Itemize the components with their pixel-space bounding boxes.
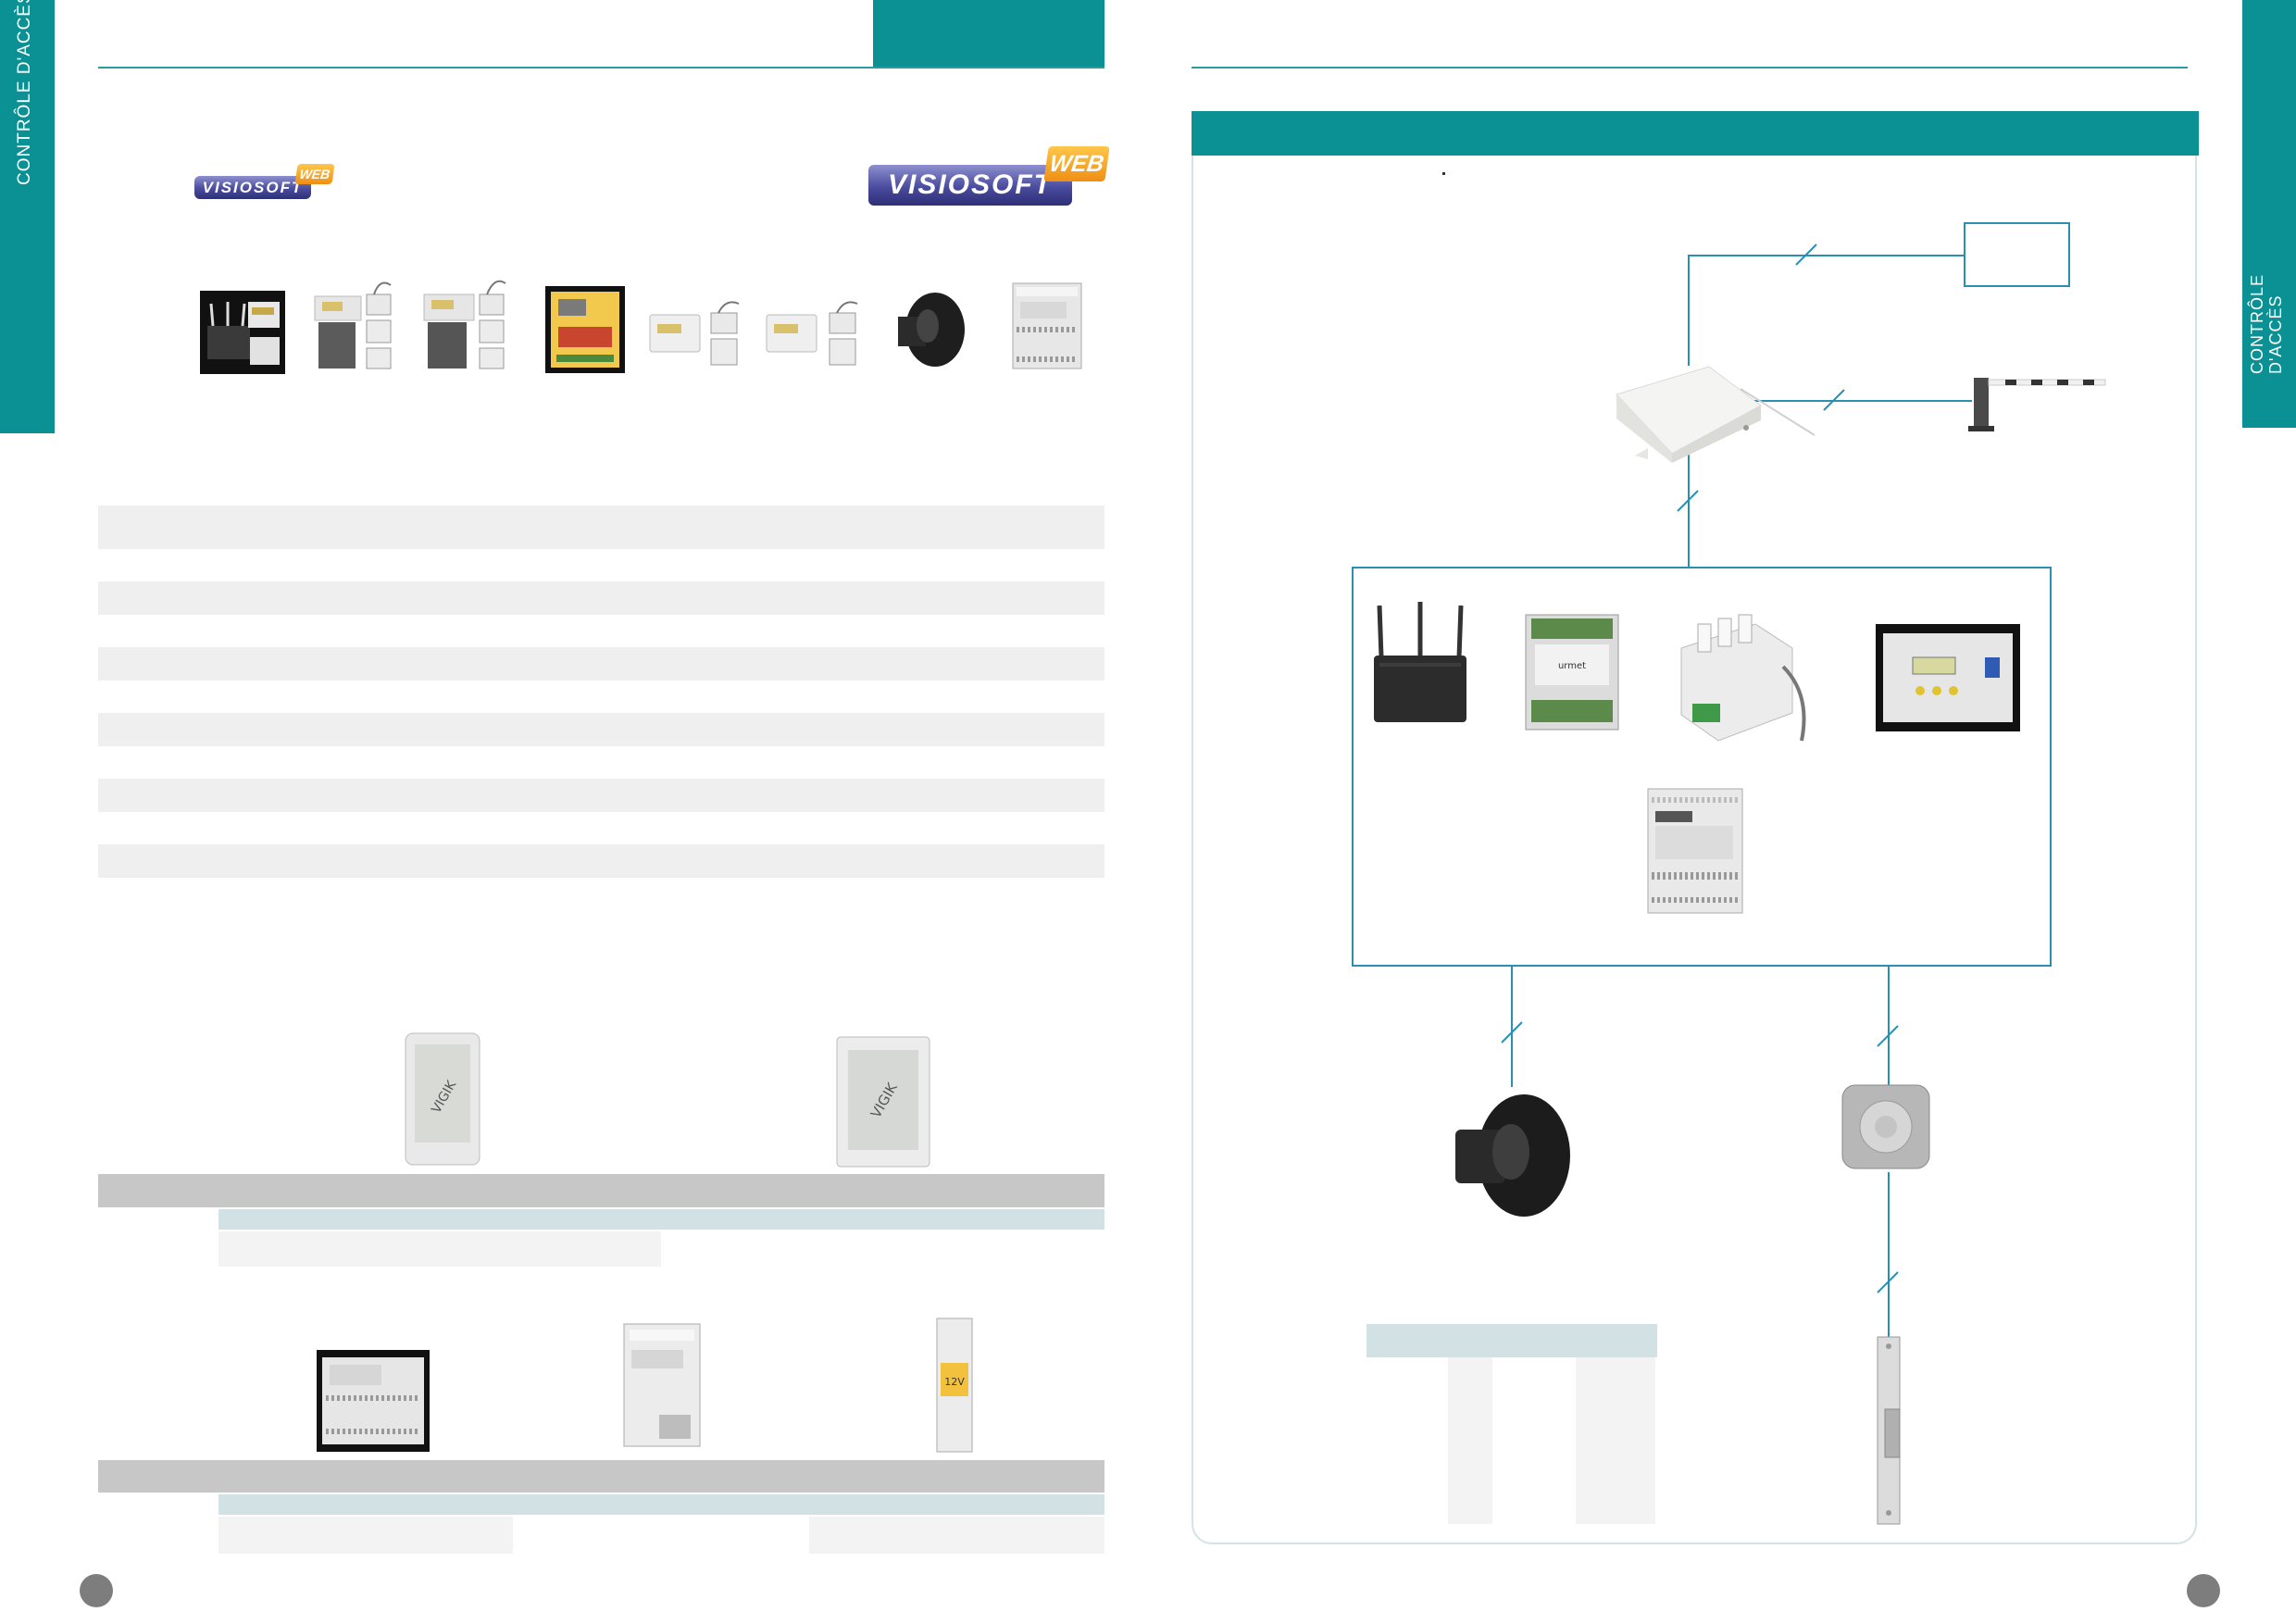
table-row-band (98, 713, 1104, 746)
central-controller-image (1616, 366, 1762, 463)
controller-kit-image-2 (423, 280, 506, 369)
logo-brand-text: VISIOSOFT (194, 176, 311, 199)
page-number-dot (80, 1574, 113, 1607)
wire-top-horizontal (1688, 255, 1964, 256)
table-row-band (98, 844, 1104, 878)
section-header-band (98, 1174, 1104, 1207)
right-header-rule (1192, 67, 2188, 69)
touch-keypad-image: VIGIK (405, 1032, 480, 1166)
lcd-controller-image (1876, 624, 2020, 731)
12v-power-supply-image: 12V (936, 1318, 973, 1453)
wire-top-vertical (1688, 255, 1690, 366)
page-number-dot (2187, 1574, 2220, 1607)
visiosoft-web-logo-small: VISIOSOFT WEB (194, 164, 335, 199)
table-cell-band (809, 1517, 1104, 1554)
right-header-bar (1192, 111, 2199, 156)
table-row-band (98, 779, 1104, 812)
wifi-router-image (1374, 602, 1466, 722)
left-header-rule (98, 67, 1104, 69)
controller-unit-image-2 (766, 301, 858, 366)
wire-barrier (1741, 400, 1972, 402)
right-side-tab (2242, 0, 2296, 428)
wire-reader (1511, 967, 1513, 1087)
wire-strike (1888, 1172, 1890, 1339)
table-header-band (218, 1209, 1104, 1230)
svg-text:12V: 12V (944, 1376, 965, 1388)
table-cell-band (218, 1231, 661, 1267)
network-box (1964, 222, 2070, 287)
controller-unit-image (649, 301, 740, 366)
table-cell-band (218, 1517, 513, 1554)
wire-center-down (1688, 450, 1690, 568)
cable-table-column (1448, 1357, 1492, 1524)
din-power-supply-large-image (1647, 788, 1743, 914)
svg-text:urmet: urmet (1558, 661, 1586, 671)
ip-module-image: urmet (1525, 614, 1619, 731)
table-header-band (218, 1494, 1104, 1515)
proximity-reader-image (898, 293, 965, 367)
diagram-frame (1192, 156, 2197, 1544)
din-power-supply-image (623, 1323, 701, 1447)
router-kit-image (200, 291, 285, 374)
controller-kit-image (314, 281, 392, 369)
logo-brand-text: VISIOSOFT (868, 165, 1072, 206)
exit-button-image (1841, 1084, 1930, 1169)
interface-module-image (545, 286, 625, 373)
wire-exit-button (1888, 967, 1890, 1087)
equipment-box (1352, 567, 2052, 967)
proximity-reader-large-image (1455, 1094, 1570, 1217)
barrier-gate-image (1968, 378, 2106, 431)
relay-module-image (1680, 614, 1806, 742)
rail-power-supply-image (317, 1350, 430, 1452)
cable-table-column (1576, 1357, 1655, 1524)
table-row-band (98, 506, 1104, 549)
small-dot-mark (1442, 172, 1445, 175)
left-header-block (873, 0, 1104, 69)
flush-keypad-image: VIGIK (836, 1036, 930, 1168)
electric-strike-image (1877, 1336, 1901, 1525)
table-row-band (98, 581, 1104, 615)
left-side-tab (0, 0, 55, 433)
table-row-band (98, 647, 1104, 681)
power-supply-image (1012, 282, 1082, 369)
visiosoft-web-logo-large: VISIOSOFT WEB (868, 146, 1110, 206)
section-header-band (98, 1460, 1104, 1493)
cable-table-header (1366, 1324, 1657, 1357)
